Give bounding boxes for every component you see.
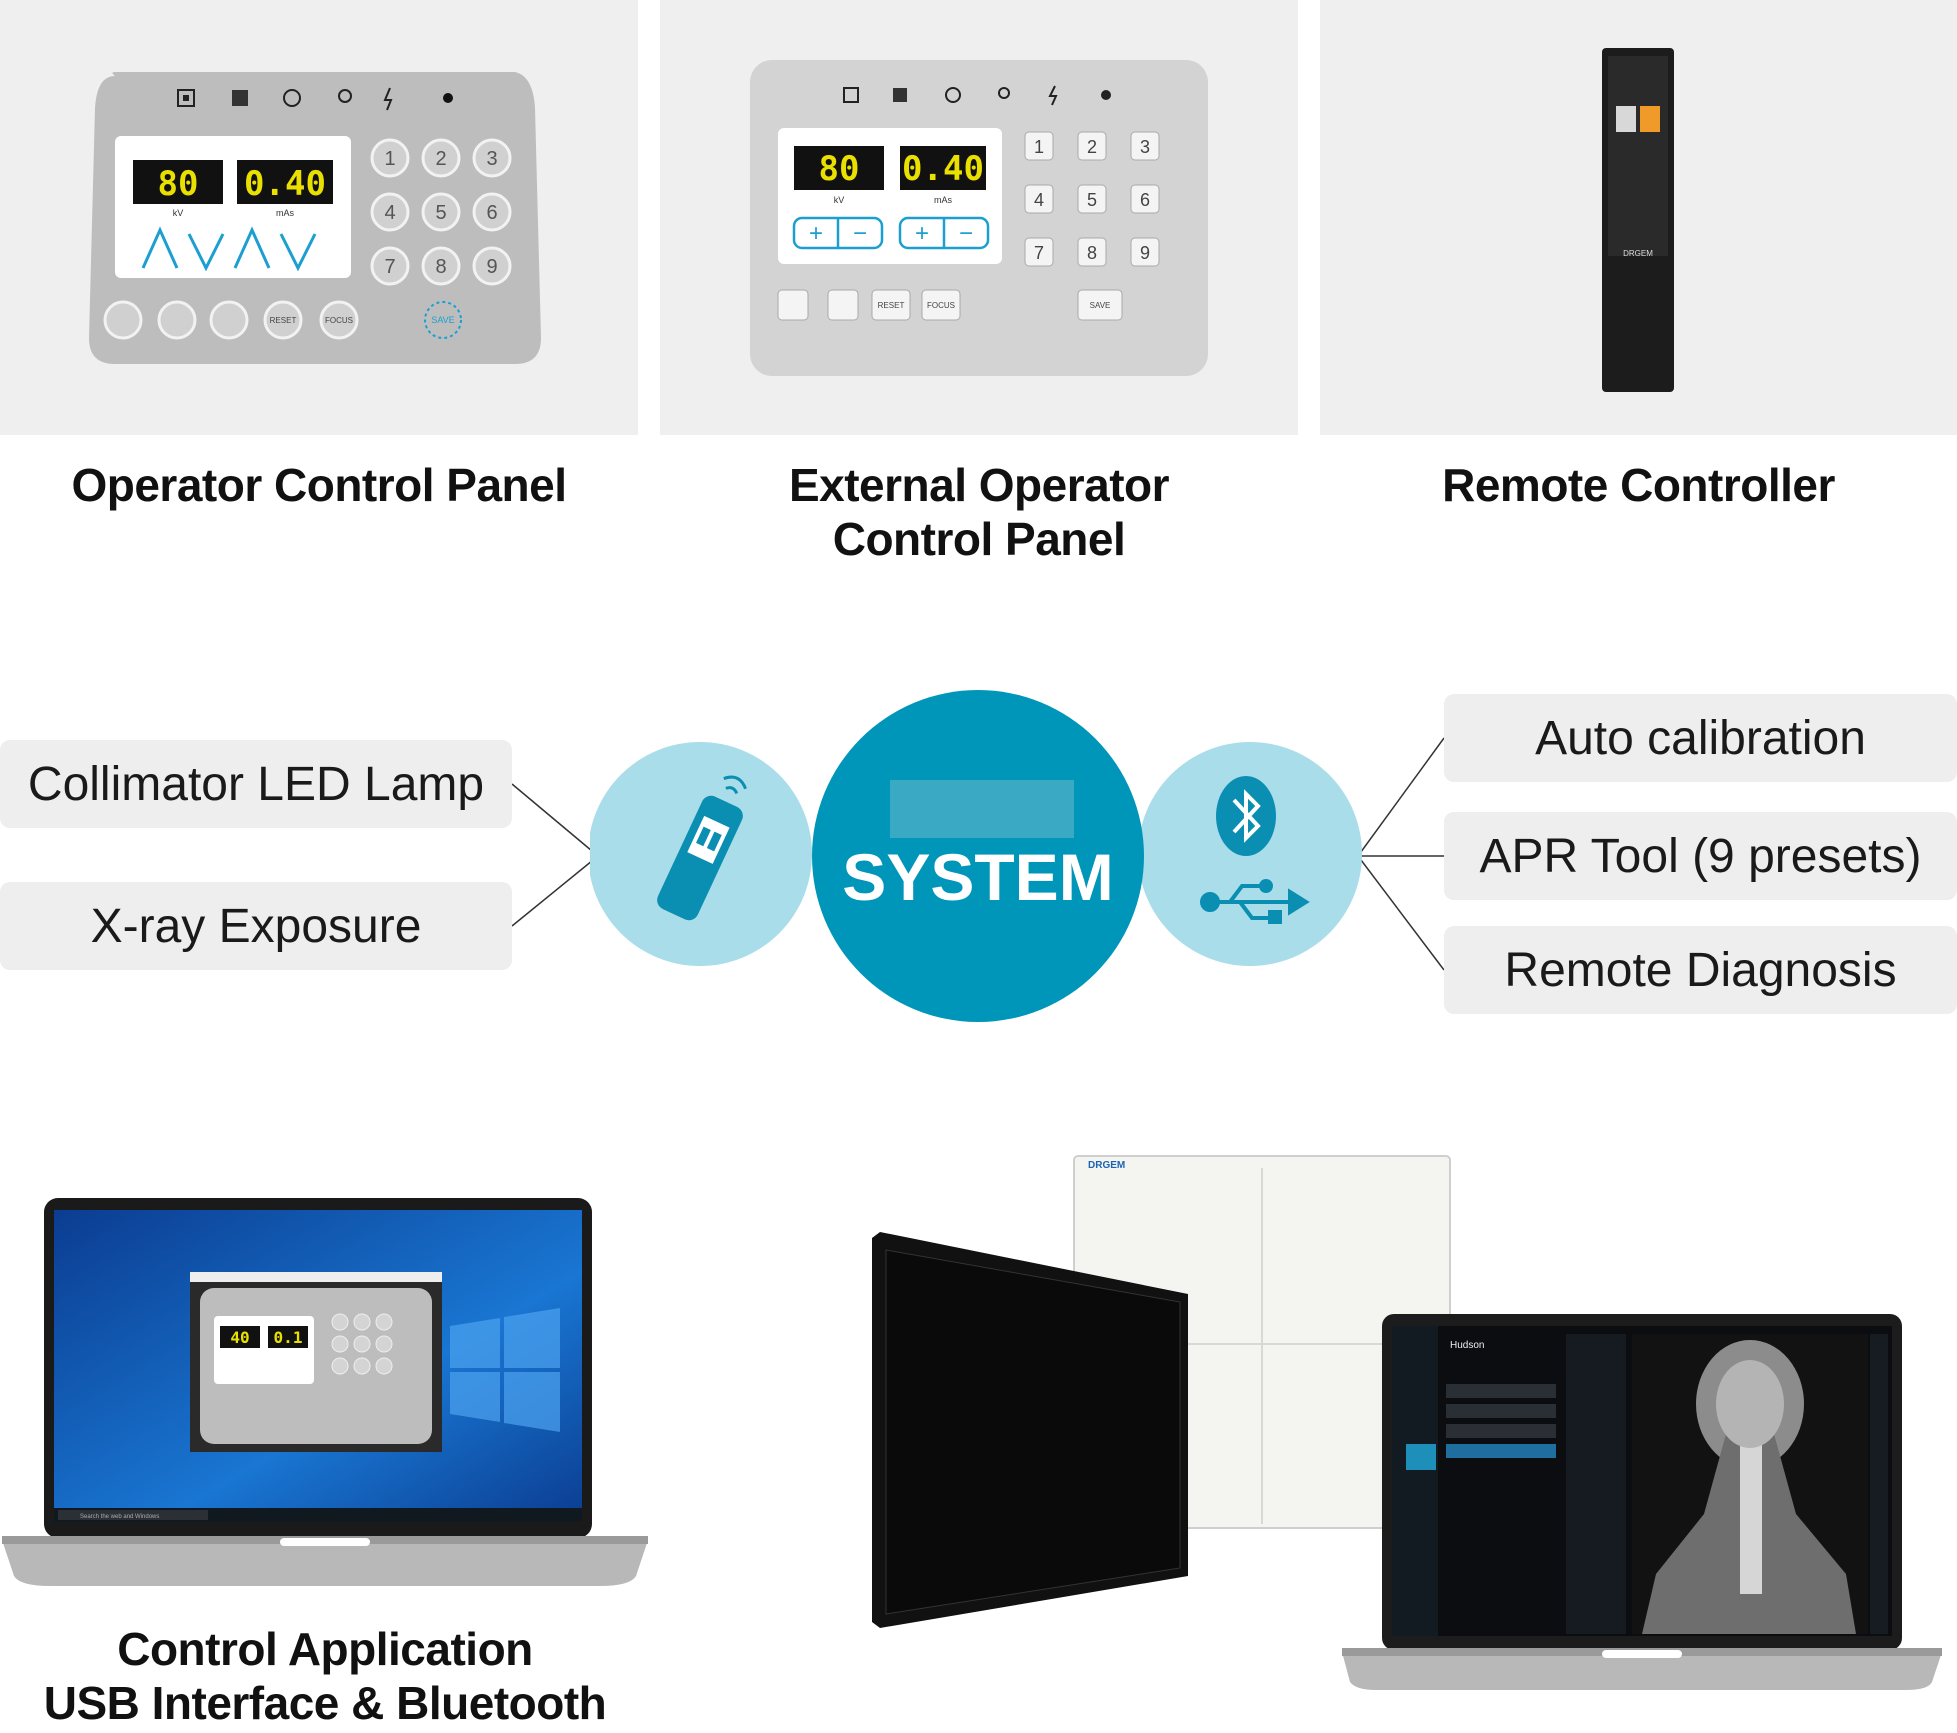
- svg-text:kV: kV: [834, 195, 845, 205]
- feature-collimator-led-lamp: Collimator LED Lamp: [0, 740, 512, 828]
- svg-text:5: 5: [435, 202, 446, 224]
- svg-text:8: 8: [1087, 243, 1097, 263]
- external-operator-control-panel-image: 80 0.40 kV mAs + − + − 1 2 3 4 5 6 7 8 9 RESET F…: [750, 60, 1208, 376]
- svg-text:kV: kV: [173, 208, 184, 218]
- svg-text:+: +: [915, 220, 929, 247]
- caption-external-operator-control-panel: External Operator Control Panel: [788, 459, 1170, 565]
- laptop-control-application: 40 0.1 Search the web and Windows: [2, 1198, 648, 1586]
- caption-remote-controller: Remote Controller: [1442, 459, 1835, 511]
- svg-text:RESET: RESET: [878, 301, 905, 310]
- usb-icon: [1200, 879, 1310, 924]
- system-hub: SYSTEM: [590, 690, 1362, 1022]
- eocp-kv-readout: 80: [819, 149, 860, 189]
- remote-icon: [657, 775, 747, 921]
- operator-control-panel-image: 80 0.40 kV mAs 1 2 3 4 5 6 7 8 9 RESET FOCUS S…: [89, 72, 541, 364]
- svg-text:4: 4: [384, 202, 395, 224]
- svg-text:SAVE: SAVE: [1090, 301, 1111, 310]
- svg-text:6: 6: [486, 202, 497, 224]
- feature-xray-exposure: X-ray Exposure: [0, 882, 512, 970]
- system-label: SYSTEM: [842, 840, 1113, 914]
- svg-text:7: 7: [1034, 243, 1044, 263]
- svg-text:DRGEM: DRGEM: [1623, 249, 1653, 258]
- svg-text:4: 4: [1034, 190, 1044, 210]
- app-kv-readout: 40: [230, 1328, 249, 1347]
- caption-operator-control-panel: Operator Control Panel: [71, 459, 567, 511]
- eocp-mas-readout: 0.40: [902, 149, 984, 189]
- svg-text:RESET: RESET: [270, 316, 297, 325]
- remote-controller-image: DRGEM: [1602, 48, 1674, 392]
- caption-control-application: Control Application USB Interface & Blue…: [43, 1623, 607, 1729]
- detector-brand: DRGEM: [1088, 1160, 1125, 1171]
- ocp-kv-readout: 80: [158, 164, 199, 204]
- svg-text:3: 3: [486, 148, 497, 170]
- svg-text:6: 6: [1140, 190, 1150, 210]
- bluetooth-icon: [1216, 776, 1276, 856]
- system-hub-circle: [812, 690, 1144, 1022]
- svg-text:mAs: mAs: [276, 208, 295, 218]
- svg-text:2: 2: [1087, 137, 1097, 157]
- svg-text:5: 5: [1087, 190, 1097, 210]
- svg-text:8: 8: [435, 256, 446, 278]
- svg-text:−: −: [853, 220, 867, 247]
- svg-text:3: 3: [1140, 137, 1150, 157]
- svg-text:1: 1: [1034, 137, 1044, 157]
- feature-apr-tool: APR Tool (9 presets): [1444, 812, 1957, 900]
- svg-text:mAs: mAs: [934, 195, 953, 205]
- svg-text:9: 9: [486, 256, 497, 278]
- svg-text:2: 2: [435, 148, 446, 170]
- svg-text:SAVE: SAVE: [431, 315, 454, 325]
- svg-text:9: 9: [1140, 243, 1150, 263]
- viewer-patient-name: Hudson: [1450, 1340, 1484, 1351]
- feature-auto-calibration: Auto calibration: [1444, 694, 1957, 782]
- app-mas-readout: 0.1: [274, 1328, 303, 1347]
- svg-text:FOCUS: FOCUS: [927, 301, 955, 310]
- svg-text:−: −: [959, 220, 973, 247]
- detector-panels-and-viewer: DRGEM Hudson: [872, 1155, 1942, 1690]
- svg-text:FOCUS: FOCUS: [325, 316, 353, 325]
- svg-text:7: 7: [384, 256, 395, 278]
- feature-remote-diagnosis: Remote Diagnosis: [1444, 926, 1957, 1014]
- svg-text:+: +: [809, 220, 823, 247]
- svg-text:1: 1: [384, 148, 395, 170]
- ocp-mas-readout: 0.40: [244, 164, 326, 204]
- svg-text:Search the web and Windows: Search the web and Windows: [80, 1514, 159, 1520]
